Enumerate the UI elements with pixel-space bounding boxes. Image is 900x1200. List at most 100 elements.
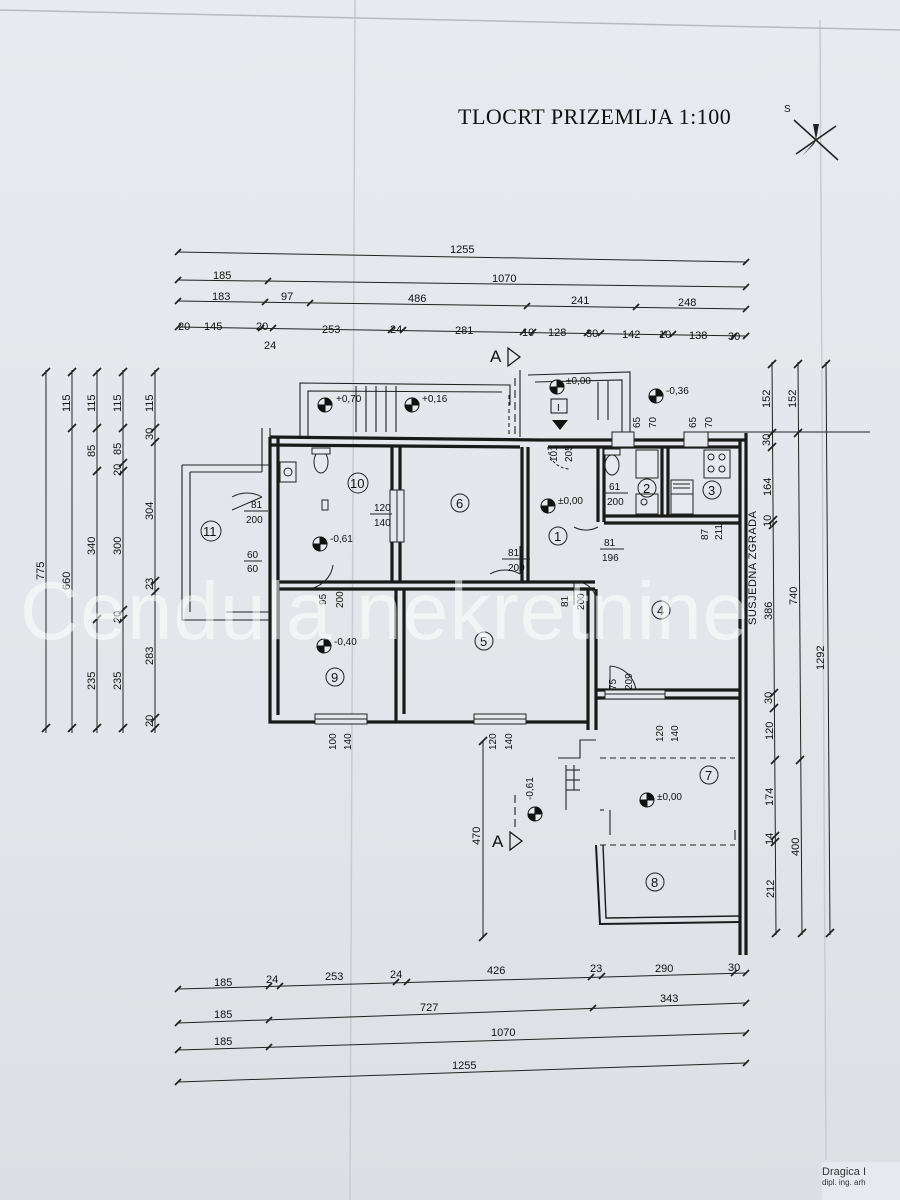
- top-dim: 281: [455, 325, 473, 337]
- stamp-name: Dragica I: [822, 1166, 867, 1178]
- room-3-label: 3: [708, 483, 715, 498]
- svg-text:196: 196: [602, 553, 619, 564]
- svg-text:70: 70: [704, 416, 715, 428]
- top-dim: 138: [689, 330, 707, 342]
- right-dim: 152: [761, 390, 773, 408]
- top-dim: 24: [390, 324, 402, 336]
- left-dimension-lines: [41, 367, 160, 733]
- top-dim: 30: [586, 328, 598, 340]
- bottom-dim: 24: [266, 974, 278, 986]
- bottom-dim: 253: [325, 971, 343, 983]
- right-dimension-values: 152 30 164 10 386 30 120 174 14 212 152 …: [471, 390, 827, 898]
- top-dim: 20: [178, 321, 190, 333]
- svg-text:140: 140: [670, 725, 681, 742]
- north-label: S: [784, 104, 791, 115]
- top-dim: 128: [548, 327, 566, 339]
- svg-text:81: 81: [508, 548, 520, 559]
- svg-text:120: 120: [488, 733, 499, 750]
- room-8-label: 8: [651, 875, 658, 890]
- architect-stamp: Dragica I dipl. ing. arh: [822, 1162, 900, 1200]
- opening-tag: 81 200: [560, 593, 587, 610]
- top-dim: 145: [204, 321, 222, 333]
- bottom-dim: 343: [660, 993, 678, 1005]
- svg-text:120: 120: [374, 503, 391, 514]
- svg-text:211: 211: [714, 524, 725, 540]
- right-dimension-lines: [478, 359, 870, 942]
- bottom-dim: 185: [214, 1036, 232, 1048]
- entrance-arrow: [552, 420, 568, 430]
- bottom-dim: 426: [487, 965, 505, 977]
- svg-text:61: 61: [609, 482, 621, 493]
- left-dim: 20: [112, 611, 124, 623]
- svg-text:209: 209: [624, 673, 635, 690]
- entrance-box: [550, 398, 568, 414]
- bottom-dim: 727: [420, 1002, 438, 1014]
- right-dim: 386: [763, 602, 775, 620]
- right-dim: 30: [763, 692, 775, 704]
- bottom-dimension-values: 185 24 253 24 426 23 290 30 185 727 343 …: [214, 962, 740, 1072]
- section-a-bottom-label: A: [492, 832, 504, 851]
- level-label: ±0,00: [657, 792, 682, 803]
- left-dim: 115: [61, 394, 73, 412]
- bottom-dimension-lines: [174, 969, 750, 1086]
- entrance-label: I: [557, 403, 560, 414]
- left-dim: 20: [112, 464, 124, 476]
- svg-text:100: 100: [328, 733, 339, 750]
- left-dim: 115: [86, 394, 98, 412]
- left-dim-total: 775: [35, 562, 47, 580]
- level-label: -0,61: [330, 534, 353, 545]
- svg-text:65: 65: [632, 416, 643, 428]
- opening-tag: 65 70: [632, 416, 659, 428]
- top-dim-total: 1255: [450, 244, 474, 256]
- top-dim: 248: [678, 297, 696, 309]
- left-dim: 23: [144, 578, 156, 590]
- right-dim-total: 1292: [815, 646, 827, 670]
- section-arrow-bottom: [509, 830, 523, 852]
- svg-text:200: 200: [335, 591, 346, 608]
- left-dim: 85: [86, 445, 98, 457]
- right-dim: 174: [764, 788, 776, 806]
- svg-text:200: 200: [576, 593, 587, 610]
- left-dimension-values: 775 115 660 115 85 340 235 115 20 85 300…: [35, 394, 156, 727]
- neighbour-building-label: SUSJEDNA ZGRADA: [747, 510, 759, 625]
- opening-tag: 95 200: [318, 591, 346, 608]
- bottom-dim: 23: [590, 963, 602, 975]
- watermark: Cendula nekretnine: [20, 566, 750, 657]
- right-dim: 212: [765, 880, 777, 898]
- right-dim: 740: [788, 587, 800, 605]
- room-6-label: 6: [456, 496, 463, 511]
- svg-text:120: 120: [655, 725, 666, 742]
- left-dim: 30: [144, 428, 156, 440]
- room-numbers: [200, 472, 722, 892]
- svg-text:70: 70: [648, 416, 659, 428]
- room-9-label: 9: [331, 670, 338, 685]
- left-dim: 340: [86, 537, 98, 555]
- svg-text:87: 87: [700, 528, 711, 540]
- room-1-label: 1: [554, 529, 561, 544]
- svg-text:81: 81: [560, 595, 571, 607]
- svg-text:81: 81: [604, 538, 616, 549]
- top-dimension-lines: [174, 248, 750, 340]
- svg-text:95: 95: [318, 593, 329, 605]
- top-dim: 10: [522, 327, 534, 339]
- left-dim: 85: [112, 443, 124, 455]
- left-dim: 115: [112, 394, 124, 412]
- top-dim: 30: [728, 331, 740, 343]
- svg-text:60: 60: [247, 564, 259, 575]
- svg-text:200: 200: [607, 497, 624, 508]
- top-dim: 142: [622, 329, 640, 341]
- bottom-dim: 30: [728, 962, 740, 974]
- section-arrow-top: [507, 346, 521, 368]
- center-dim: 470: [471, 827, 483, 845]
- level-label: -0,40: [334, 637, 357, 648]
